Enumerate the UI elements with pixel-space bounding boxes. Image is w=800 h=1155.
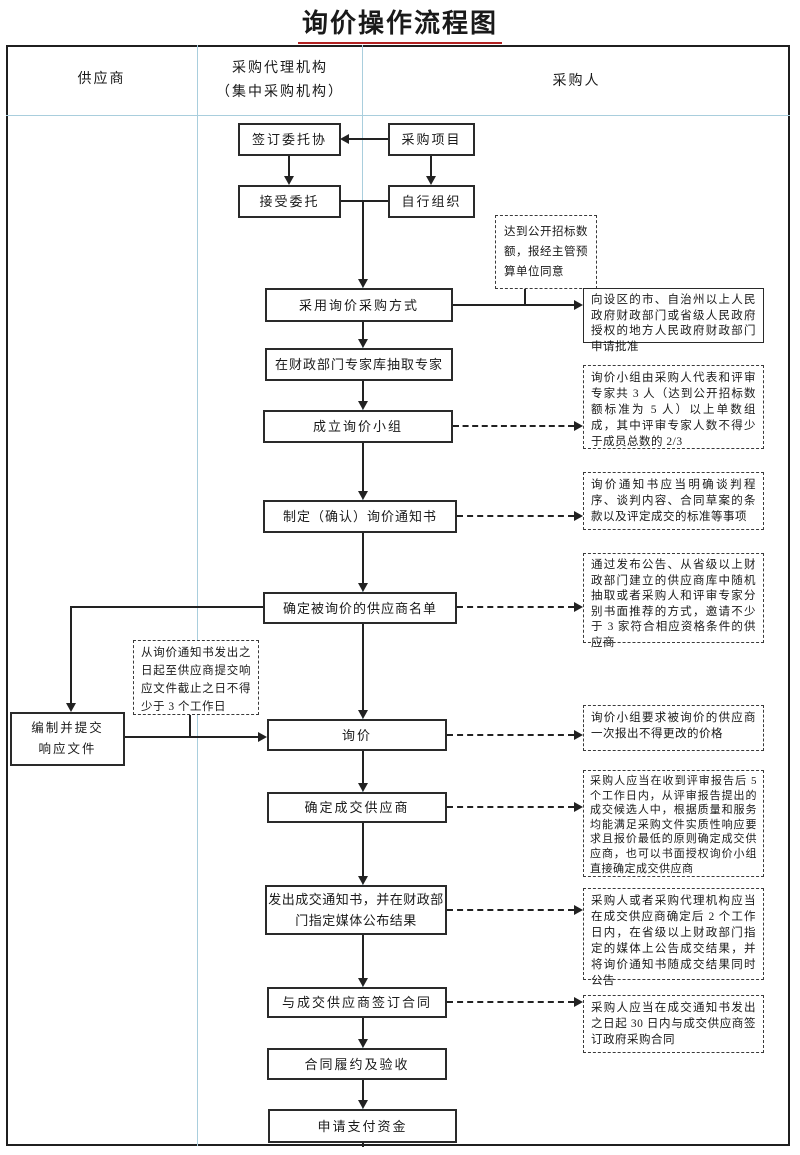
lane-label-agency-line2: （集中采购机构）: [216, 85, 344, 100]
note-supplier-selection: 通过发布公告、从省级以上财政部门建立的供应商库中随机抽取或者采购人和评审专家分别…: [583, 553, 764, 649]
dashed-line-contract-note: [447, 1001, 574, 1003]
line-sign-to-accept: [288, 156, 290, 177]
page-title: 询价操作流程图: [0, 3, 800, 44]
dashed-line-announce-note: [447, 909, 574, 911]
arrowhead-down-confirm-to-announce: [358, 876, 368, 885]
flow-step-prepare-response: 编制并提交 响应文件: [10, 712, 125, 766]
arrowhead-down-sign-to-accept: [284, 176, 294, 185]
flow-step-fulfill-inspect: 合同履约及验收: [267, 1048, 447, 1080]
lane-label-purchaser: 采购人: [552, 74, 601, 89]
arrowhead-down-notice-to-list: [358, 583, 368, 592]
arrowhead-right-contract-note: [574, 997, 583, 1007]
flow-step-make-inquiry-notice: 制定（确认）询价通知书: [263, 500, 457, 533]
line-project-to-selforganize: [430, 156, 432, 177]
arrowhead-right-notice-note: [574, 511, 583, 521]
arrowhead-down-contract-to-fulfill: [358, 1039, 368, 1048]
note-open-bid-threshold: 达到公开招标数额，报经主管预算单位同意: [495, 215, 597, 289]
arrowhead-down-inquiry-to-confirm: [358, 783, 368, 792]
line-fulfill-to-payment: [362, 1080, 364, 1101]
arrowhead-down-project-to-selforganize: [426, 176, 436, 185]
note-contract-deadline: 采购人应当在成交通知书发出之日起 30 日内与成交供应商签订政府采购合同: [583, 995, 764, 1053]
arrowhead-right-announce-note: [574, 905, 583, 915]
flow-step-accept-entrustment: 接受委托: [238, 185, 341, 218]
line-notice-to-list: [362, 533, 364, 584]
lane-label-agency: 采购代理机构 （集中采购机构）: [198, 57, 362, 105]
arrowhead-down-to-adopt: [358, 279, 368, 288]
flow-step-supplier-list: 确定被询价的供应商名单: [263, 592, 457, 624]
lane-header-divider: [6, 115, 790, 116]
arrowhead-down-experts-to-team: [358, 401, 368, 410]
arrowhead-right-prepare-to-inquiry: [258, 732, 267, 742]
line-down-to-adopt: [362, 201, 364, 280]
arrowhead-right-adopt-to-approval: [574, 300, 583, 310]
line-accept-selforganize: [341, 200, 388, 202]
flow-step-announce-result: 发出成交通知书，并在财政部 门指定媒体公布结果: [265, 885, 447, 935]
flow-step-form-inquiry-team: 成立询价小组: [263, 410, 453, 443]
dashed-line-notice-note: [457, 515, 574, 517]
dashed-line-confirm-note: [447, 806, 574, 808]
line-payment-to-border: [362, 1143, 364, 1147]
flow-step-confirm-supplier: 确定成交供应商: [267, 792, 447, 823]
flow-step-adopt-inquiry-method: 采用询价采购方式: [265, 288, 453, 322]
announce-result-line1: 发出成交通知书，并在财政部: [268, 892, 444, 907]
flow-step-procurement-project: 采购项目: [388, 123, 475, 156]
arrowhead-right-list-note: [574, 602, 583, 612]
arrowhead-left-project-to-sign: [340, 134, 349, 144]
dashed-line-team-note: [453, 425, 574, 427]
line-threshold-connector: [524, 289, 526, 305]
line-list-to-left: [70, 606, 263, 608]
flow-step-self-organize: 自行组织: [388, 185, 475, 218]
arrowhead-right-confirm-note: [574, 802, 583, 812]
line-adopt-to-experts: [362, 322, 364, 340]
lane-label-agency-line1: 采购代理机构: [232, 61, 328, 76]
line-deadline-connector: [189, 715, 191, 737]
arrowhead-right-team-note: [574, 421, 583, 431]
line-list-to-inquiry: [362, 624, 364, 711]
note-notice-content: 询价通知书应当明确谈判程序、谈判内容、合同草案的条款以及评定成交的标准等事项: [583, 472, 764, 530]
announce-result-line2: 门指定媒体公布结果: [295, 913, 417, 928]
flow-step-inquiry: 询价: [267, 719, 447, 751]
line-experts-to-team: [362, 381, 364, 402]
arrowhead-down-to-prepare: [66, 703, 76, 712]
lane-divider-1: [197, 45, 198, 1146]
arrowhead-down-announce-to-contract: [358, 978, 368, 987]
line-contract-to-fulfill: [362, 1018, 364, 1040]
line-inquiry-to-confirm: [362, 751, 364, 784]
flow-step-sign-agreement: 签订委托协: [238, 123, 341, 156]
arrowhead-down-fulfill-to-payment: [358, 1100, 368, 1109]
flow-step-extract-experts: 在财政部门专家库抽取专家: [265, 348, 453, 381]
line-left-down-to-prepare: [70, 606, 72, 703]
note-approval-authority: 向设区的市、自治州以上人民政府财政部门或省级人民政府授权的地方人民政府财政部门申…: [583, 288, 764, 353]
flow-step-sign-contract: 与成交供应商签订合同: [267, 987, 447, 1018]
lane-label-supplier: 供应商: [77, 72, 126, 87]
note-one-time-quote: 询价小组要求被询价的供应商一次报出不得更改的价格: [583, 705, 764, 751]
arrowhead-right-inquiry-note: [574, 730, 583, 740]
arrowhead-down-team-to-notice: [358, 491, 368, 500]
note-team-composition: 询价小组由采购人代表和评审专家共 3 人（达到公开招标数额标准为 5 人）以上单…: [583, 365, 764, 449]
line-confirm-to-announce: [362, 823, 364, 877]
note-announce-rule: 采购人或者采购代理机构应当在成交供应商确定后 2 个工作日内，在省级以上财政部门…: [583, 888, 764, 987]
line-project-to-sign: [349, 138, 388, 140]
note-confirm-rule: 采购人应当在收到评审报告后 5 个工作日内，从评审报告提出的成交候选人中，根据质…: [583, 770, 764, 877]
flow-step-request-payment: 申请支付资金: [268, 1109, 457, 1143]
dashed-line-inquiry-note: [447, 734, 574, 736]
prepare-response-line1: 编制并提交: [31, 721, 104, 735]
line-announce-to-contract: [362, 935, 364, 979]
prepare-response-line2: 响应文件: [38, 742, 97, 756]
dashed-line-list-note: [457, 606, 574, 608]
arrowhead-down-list-to-inquiry: [358, 710, 368, 719]
line-adopt-to-approval: [453, 304, 574, 306]
note-response-deadline: 从询价通知书发出之日起至供应商提交响应文件截止之日不得少于 3 个工作日: [133, 640, 259, 715]
line-prepare-to-inquiry: [125, 736, 258, 738]
arrowhead-down-adopt-to-experts: [358, 339, 368, 348]
line-team-to-notice: [362, 443, 364, 492]
